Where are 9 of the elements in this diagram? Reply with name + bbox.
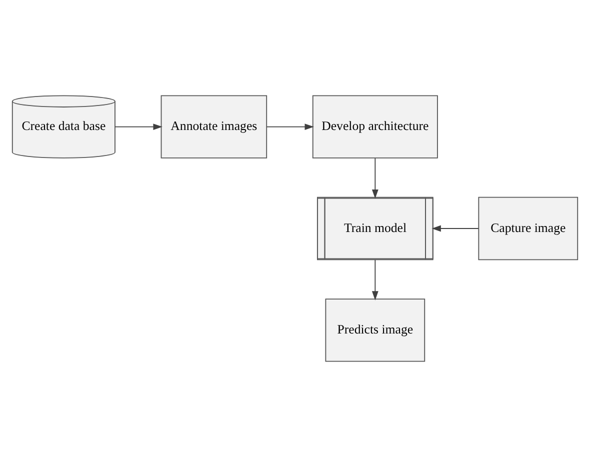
node-box: Predicts image: [325, 298, 426, 362]
node-box: Capture image: [478, 196, 578, 260]
arrow: [372, 259, 378, 300]
node-box: Annotate images: [160, 95, 268, 158]
arrow: [266, 124, 314, 130]
node-box: Develop architecture: [312, 95, 438, 158]
arrow: [372, 158, 378, 199]
arrow: [114, 124, 162, 130]
arrow: [432, 225, 479, 232]
